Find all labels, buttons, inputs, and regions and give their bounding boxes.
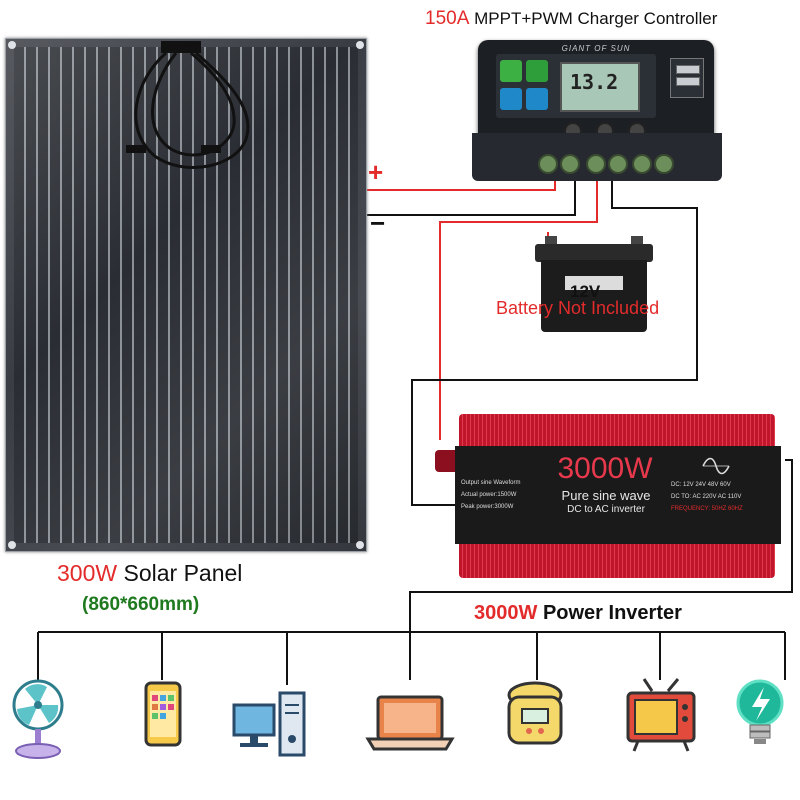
inverter-label-text: Power Inverter: [542, 602, 682, 624]
desktop-computer-icon: [232, 691, 306, 757]
solar-panel-power: 300W: [57, 560, 118, 586]
negative-sign: −: [370, 208, 386, 238]
battery-terminal-negative: [545, 236, 557, 246]
solar-panel-dimensions: (860*660mm): [82, 594, 200, 615]
rice-cooker-icon: [507, 681, 563, 745]
inverter-label: 3000W Power Inverter: [474, 602, 682, 625]
positive-sign: +: [368, 157, 384, 187]
charger-title-current: 150A: [425, 8, 470, 29]
settable-voltage-icon: [526, 60, 548, 82]
inverter-dc-options: DC: 12V 24V 48V 60V: [671, 482, 731, 488]
inverter-power: 3000W: [557, 452, 653, 485]
battery-terminal-positive: [631, 236, 643, 246]
usb-ports: [670, 58, 704, 98]
terminal: [654, 154, 674, 174]
battery: [535, 234, 653, 332]
terminal: [586, 154, 606, 174]
charger-title-rest: MPPT+PWM Charger Controller: [474, 9, 718, 28]
fan-icon: [12, 679, 64, 759]
protection-icon: [526, 88, 548, 110]
panel-cables-icon: [126, 41, 250, 169]
battery-voltage: 12V: [570, 282, 601, 301]
light-bulb-icon: [736, 679, 784, 744]
mcu-control-icon: [500, 60, 522, 82]
inverter-frequency: FREQUENCY: 50HZ 60HZ: [671, 506, 743, 512]
charger-panel: 13.2: [496, 54, 656, 118]
sine-wave-icon: [702, 457, 730, 475]
inverter-spec-line: Actual power:1500W: [461, 492, 517, 498]
laptop-icon: [365, 695, 455, 751]
solar-panel-text: Solar Panel: [123, 560, 243, 586]
battery-note: Battery Not Included: [496, 298, 660, 318]
charger-display-value: 13.2: [570, 70, 619, 94]
solar-cells: [14, 47, 358, 543]
terminal: [608, 154, 628, 174]
solar-panel: [5, 38, 367, 552]
inverter-type: DC to AC inverter: [567, 504, 645, 515]
charger-brand: GIANT OF SUN: [561, 44, 631, 53]
television-icon: [626, 678, 696, 752]
smartphone-icon: [144, 681, 182, 747]
charge-controller: GIANT OF SUN 13.2: [472, 38, 722, 183]
timer-icon: [500, 88, 522, 110]
inverter-label-power: 3000W: [474, 602, 538, 624]
inverter-spec-line: Output sine Waveform: [461, 480, 521, 486]
charger-lcd: 13.2: [560, 62, 640, 112]
charger-title: 150A MPPT+PWM Charger Controller: [425, 8, 717, 30]
inverter-terminal: [435, 450, 461, 472]
terminal: [632, 154, 652, 174]
solar-panel-label: 300W Solar Panel: [57, 560, 242, 587]
inverter-wave: Pure sine wave: [561, 488, 651, 503]
inverter-ac-options: DC TO: AC 220V AC 110V: [671, 494, 742, 500]
inverter-spec-line: Peak power:3000W: [461, 504, 514, 510]
terminal: [560, 154, 580, 174]
power-inverter: Output sine Waveform Actual power:1500W …: [435, 410, 781, 582]
inverter-face: Output sine Waveform Actual power:1500W …: [455, 446, 781, 544]
terminal: [538, 154, 558, 174]
